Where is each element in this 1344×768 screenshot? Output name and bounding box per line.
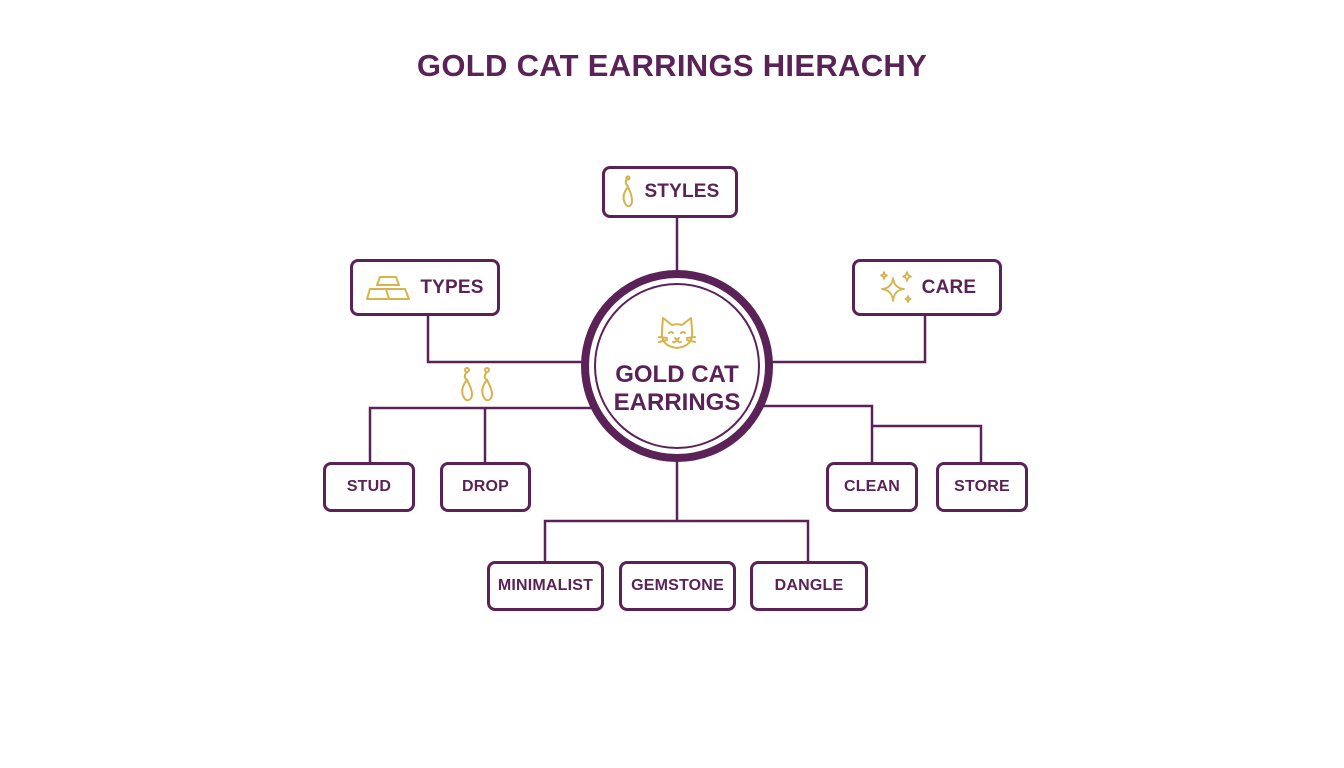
drop-node: DROP bbox=[440, 462, 531, 512]
diagram-title: GOLD CAT EARRINGS HIERACHY bbox=[416, 48, 928, 83]
store-label: STORE bbox=[954, 478, 1010, 495]
care-label: CARE bbox=[921, 276, 977, 298]
minimalist-label: MINIMALIST bbox=[497, 577, 594, 594]
drop-label: DROP bbox=[461, 478, 510, 495]
center-inner-ring: GOLD CAT EARRINGS bbox=[594, 283, 760, 449]
cat-face-icon bbox=[657, 316, 697, 357]
connector-clean-store bbox=[762, 404, 983, 464]
stud-node: STUD bbox=[323, 462, 415, 512]
types-node: TYPES bbox=[350, 259, 500, 316]
gold-bars-icon bbox=[366, 273, 412, 303]
clean-label: CLEAN bbox=[843, 478, 901, 495]
connector-stud-drop bbox=[368, 406, 592, 464]
styles-label: STYLES bbox=[644, 181, 720, 202]
connector-types bbox=[426, 314, 586, 364]
clean-node: CLEAN bbox=[826, 462, 918, 512]
dangle-node: DANGLE bbox=[750, 561, 868, 611]
care-node: CARE bbox=[852, 259, 1002, 316]
types-label: TYPES bbox=[420, 276, 484, 298]
sparkles-icon bbox=[878, 270, 914, 306]
gemstone-label: GEMSTONE bbox=[631, 577, 724, 594]
earring-icon bbox=[620, 175, 636, 209]
dangle-label: DANGLE bbox=[774, 577, 844, 594]
drop-earrings-icon bbox=[456, 366, 498, 409]
styles-node: STYLES bbox=[602, 166, 738, 218]
center-node: GOLD CAT EARRINGS bbox=[581, 270, 773, 462]
minimalist-node: MINIMALIST bbox=[487, 561, 604, 611]
center-label-line1: GOLD CAT bbox=[615, 360, 739, 388]
connector-care bbox=[771, 314, 927, 364]
center-label-line2: EARRINGS bbox=[613, 388, 741, 416]
gemstone-node: GEMSTONE bbox=[619, 561, 736, 611]
store-node: STORE bbox=[936, 462, 1028, 512]
stud-label: STUD bbox=[346, 478, 392, 495]
center-label: GOLD CAT EARRINGS bbox=[607, 361, 747, 417]
connector-style-leaves bbox=[543, 460, 810, 563]
